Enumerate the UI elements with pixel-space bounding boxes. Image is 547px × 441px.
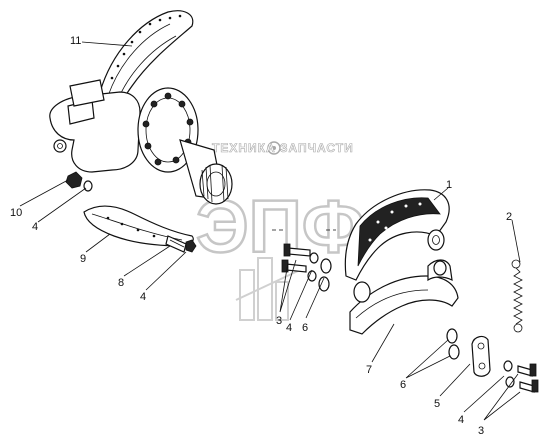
watermark-gear-icon [267,141,281,155]
callout-8: 8 [118,277,124,289]
callout-7: 7 [366,364,372,376]
part-steering-knuckle [49,79,141,173]
callout-4-a: 4 [32,221,38,233]
callout-labels: 11 1 2 10 4 9 8 4 3 4 6 7 6 5 4 3 [10,35,512,437]
callout-9: 9 [80,253,86,265]
part-washers-right [446,328,460,360]
watermark-building-icon [235,257,301,321]
callout-3-a: 3 [276,315,282,327]
callout-1: 1 [446,179,452,191]
part-brake-shoe-lower [349,259,459,335]
callout-10: 10 [10,207,22,219]
part-plate-5 [471,335,491,377]
callout-4-d: 4 [458,414,464,426]
callout-4-b: 4 [140,291,146,303]
part-bolts-center [281,243,332,292]
callout-5: 5 [434,398,440,410]
callout-2: 2 [506,211,512,223]
part-washer-4-left [83,180,93,192]
part-return-spring [511,259,523,333]
part-nut-4-lower [185,239,197,253]
callout-11: 11 [70,35,81,47]
callout-3-b: 3 [478,425,484,437]
leader-lines [19,41,521,421]
part-splined-shaft [179,139,233,205]
callout-6-b: 6 [400,379,406,391]
part-nut-10 [65,171,83,189]
part-bolts-right [503,360,539,393]
part-brake-shoe-upper [344,189,450,281]
callout-6-a: 6 [302,322,308,334]
watermark-brand-text: ТЕХНИКА ЗАПЧАСТИ [212,141,354,155]
callout-4-c: 4 [286,322,292,334]
dust-shield-holes [110,14,182,80]
part-bolt-8 [165,235,187,253]
